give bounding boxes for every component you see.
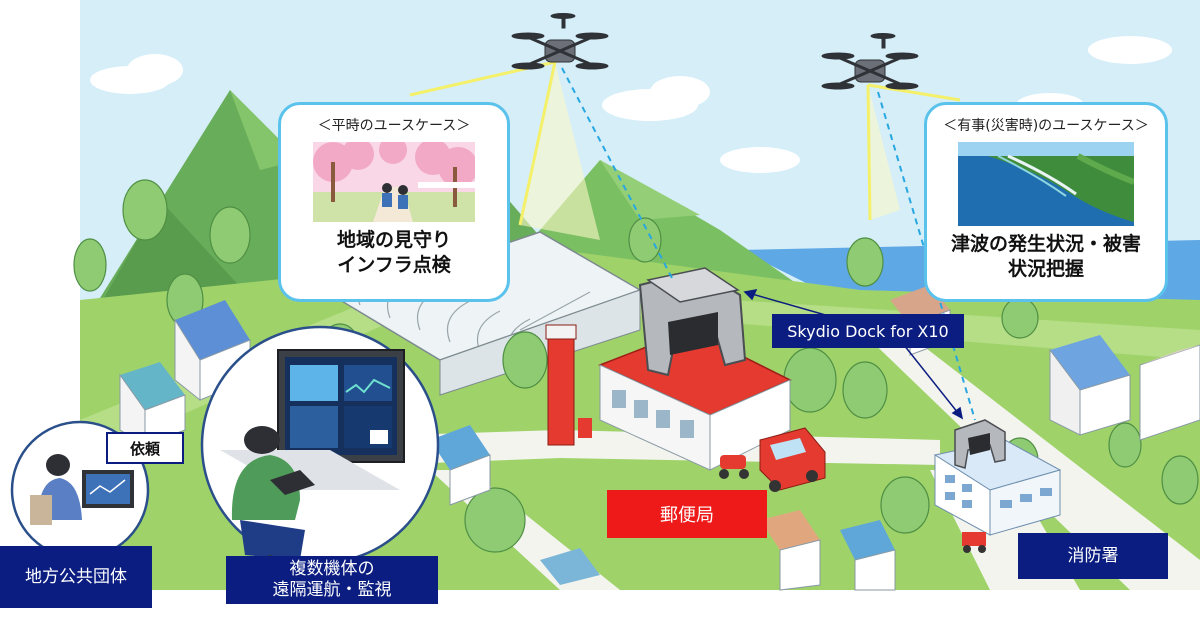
coastline-image xyxy=(958,142,1134,226)
request-label: 依頼 xyxy=(106,432,184,464)
emergency-usecase-line1: 津波の発生状況・被害 xyxy=(950,233,1141,255)
fire-station-building xyxy=(933,439,1062,536)
post-box xyxy=(545,324,592,446)
normal-usecase-line2: インフラ点検 xyxy=(337,254,451,276)
emergency-usecase-line2: 状況把握 xyxy=(1007,258,1084,280)
normal-usecase-header: ＜平時のユースケース＞ xyxy=(317,118,471,134)
remote-operations-line2: 遠隔運航・監視 xyxy=(272,580,392,600)
emergency-usecase-header: ＜有事(災害時)のユースケース＞ xyxy=(943,118,1149,134)
normal-usecase-card: ＜平時のユースケース＞ 地域の見守り インフラ点検 xyxy=(278,102,510,302)
drone-right xyxy=(821,33,919,90)
local-government-label: 地方公共団体 xyxy=(0,546,152,608)
remote-operations-line1: 複数機体の xyxy=(289,559,375,579)
drone-left xyxy=(511,13,609,70)
remote-operations-label: 複数機体の 遠隔運航・監視 xyxy=(226,556,438,604)
motorbike xyxy=(719,455,749,479)
dock-label: Skydio Dock for X10 xyxy=(772,314,964,348)
emergency-usecase-card: ＜有事(災害時)のユースケース＞ 津波の発生状況・被害 状況把握 xyxy=(924,102,1168,302)
fire-truck xyxy=(759,427,826,492)
drone-dock-small xyxy=(954,419,1006,469)
cherry-blossom-walk-image xyxy=(313,142,475,222)
post-office-label: 郵便局 xyxy=(607,490,767,538)
clouds xyxy=(90,36,1172,173)
drone-link-dashed-right xyxy=(877,91,976,421)
fire-station-label: 消防署 xyxy=(1018,533,1168,579)
small-fire-truck xyxy=(962,532,986,553)
normal-usecase-line1: 地域の見守り xyxy=(336,229,451,251)
